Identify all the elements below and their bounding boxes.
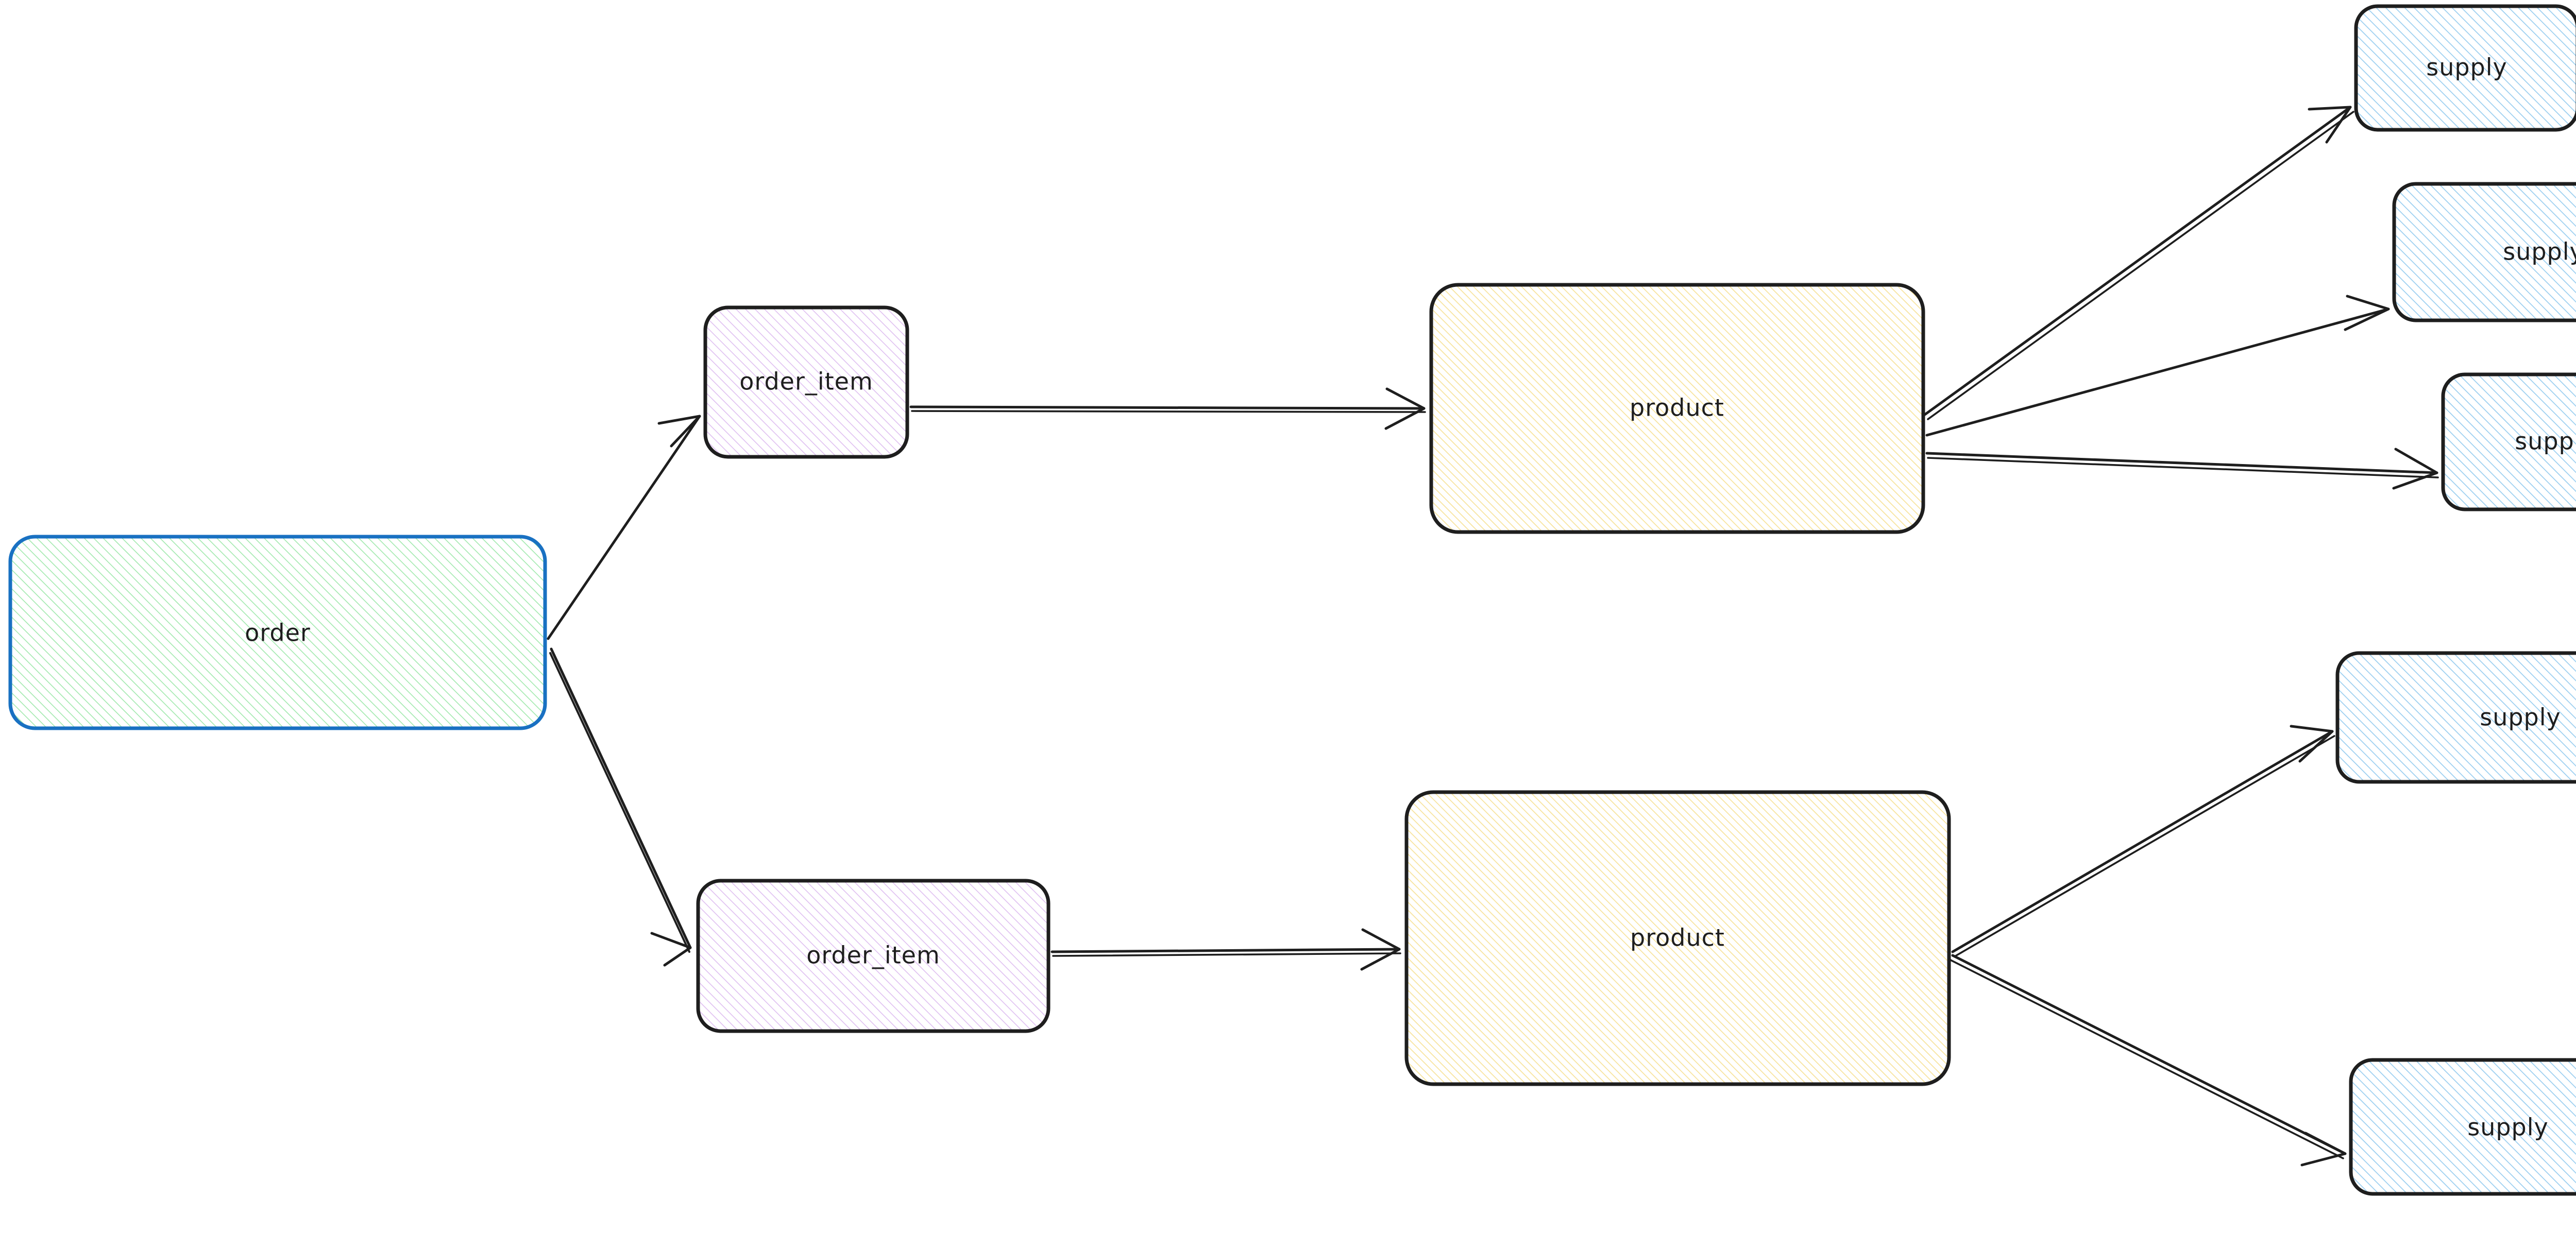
edge-order-to-order-item-1: [547, 415, 701, 640]
node-supply-4[interactable]: supply: [2335, 651, 2576, 784]
node-supply-5[interactable]: supply: [2349, 1058, 2576, 1196]
node-supply-3[interactable]: supply: [2441, 372, 2576, 511]
node-supply-3-label: supply: [2515, 427, 2576, 455]
edge-order-item-1-to-product-1: [909, 387, 1426, 430]
node-product-2[interactable]: product: [1404, 790, 1951, 1086]
node-supply-2-label: supply: [2503, 238, 2576, 266]
edge-order-to-order-item-2: [549, 647, 692, 967]
node-supply-1[interactable]: supply: [2354, 4, 2576, 132]
edge-order-item-2-to-product-2: [1050, 928, 1401, 971]
node-supply-4-label: supply: [2480, 704, 2561, 731]
node-supply-2-shape[interactable]: [2392, 182, 2576, 322]
edge-product-1-to-supply-1: [1923, 106, 2354, 420]
node-order-label: order: [245, 619, 311, 647]
node-supply-5-label: supply: [2467, 1114, 2549, 1141]
node-supply-1-label: supply: [2426, 54, 2507, 81]
node-product-2-shape[interactable]: [1404, 790, 1951, 1086]
edges-layer: [547, 106, 2439, 1167]
nodes-layer: order order_item order_item product prod…: [8, 4, 2576, 1196]
node-product-1-shape[interactable]: [1429, 283, 1925, 534]
node-supply-1-shape[interactable]: [2354, 4, 2576, 132]
node-order-item-2-label: order_item: [806, 941, 940, 969]
node-order-item-1-label: order_item: [739, 368, 873, 396]
edge-product-2-to-supply-4: [1951, 725, 2335, 957]
edge-product-1-to-supply-3: [1925, 448, 2439, 490]
node-product-2-label: product: [1630, 924, 1725, 952]
node-product-1-label: product: [1630, 394, 1724, 422]
node-supply-2[interactable]: supply: [2392, 182, 2576, 322]
node-order-shape[interactable]: [8, 535, 547, 730]
node-order-item-2-shape[interactable]: [696, 879, 1050, 1033]
node-order-item-2[interactable]: order_item: [696, 879, 1050, 1033]
node-order[interactable]: order: [8, 535, 547, 730]
node-supply-3-shape[interactable]: [2441, 372, 2576, 511]
edge-product-2-to-supply-5: [1950, 954, 2347, 1167]
edge-product-1-to-supply-2: [1925, 295, 2390, 437]
node-supply-4-shape[interactable]: [2335, 651, 2576, 784]
node-order-item-1-shape[interactable]: [703, 305, 909, 459]
node-product-1[interactable]: product: [1429, 283, 1925, 534]
node-order-item-1[interactable]: order_item: [703, 305, 909, 459]
node-supply-5-shape[interactable]: [2349, 1058, 2576, 1196]
